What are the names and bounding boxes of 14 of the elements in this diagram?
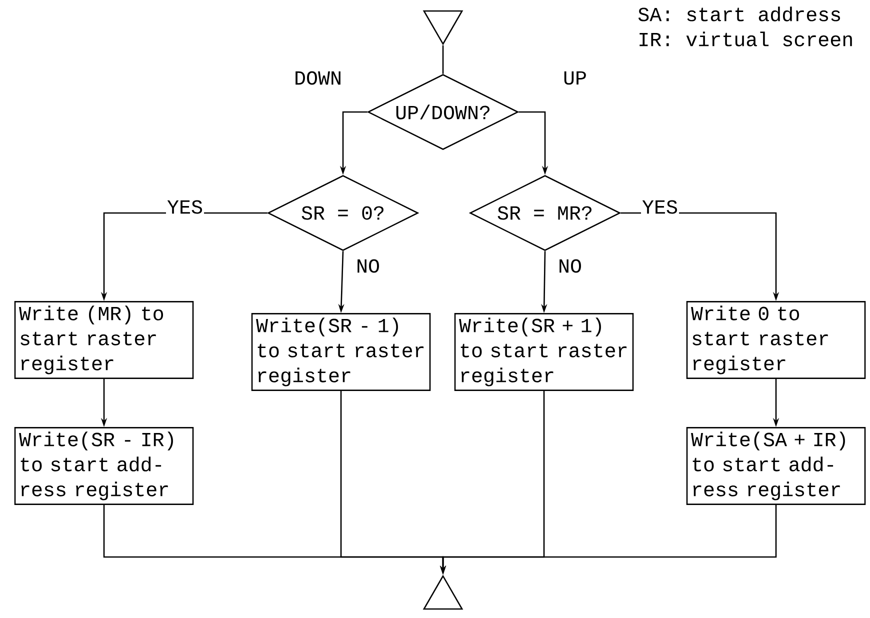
edge-label: YES xyxy=(166,199,204,215)
legend-note: IR: virtual screen xyxy=(640,32,852,46)
process-box: Write(SR + 1) to start raster register xyxy=(454,313,634,391)
edge-label: UP xyxy=(562,70,588,86)
process-box: Write(SA + IR) to start add- ress register xyxy=(686,427,866,505)
edge-label: NO xyxy=(557,258,583,274)
process-box: Write(SR - IR) to start add- ress register xyxy=(14,427,194,505)
edge-label: DOWN xyxy=(293,70,343,86)
process-box: Write 0 to start raster register xyxy=(686,301,866,379)
edge-label: YES xyxy=(641,199,679,215)
edge-label: NO xyxy=(355,258,381,274)
process-box: Write (MR) to start raster register xyxy=(14,301,194,379)
process-box: Write(SR - 1) to start raster register xyxy=(251,313,431,391)
legend-note: SA: start address xyxy=(638,6,840,22)
